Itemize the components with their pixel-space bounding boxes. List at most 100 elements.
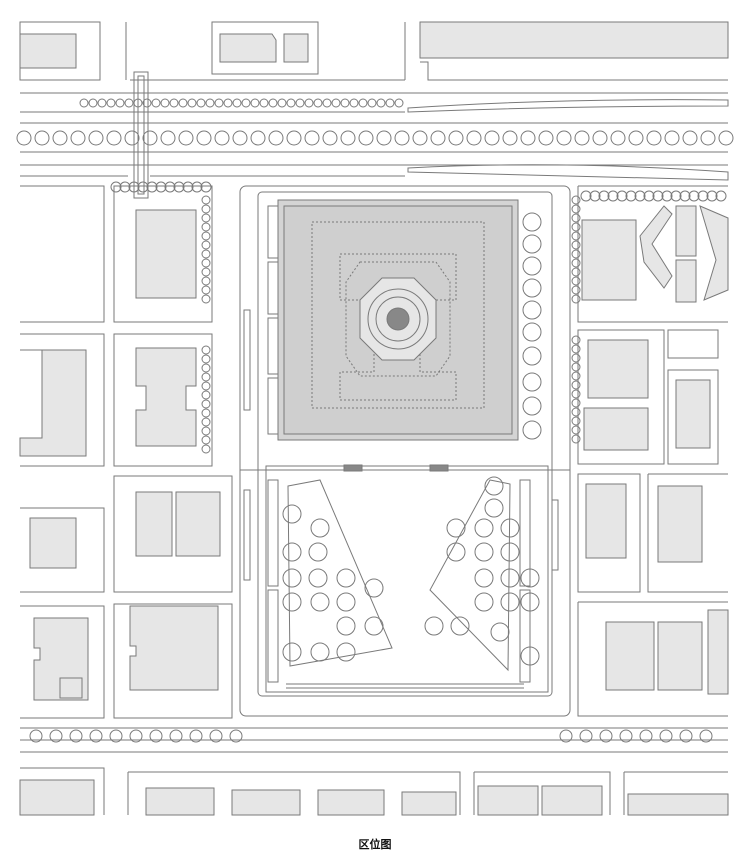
tree (88, 98, 98, 108)
tree (201, 426, 211, 436)
tree (500, 542, 520, 562)
median-island-1 (407, 99, 729, 113)
tree (556, 130, 572, 146)
tree (201, 231, 211, 241)
tree (304, 98, 314, 108)
tree (522, 300, 542, 320)
tree (697, 190, 709, 202)
tree (450, 616, 470, 636)
tree (201, 240, 211, 250)
tree (250, 130, 266, 146)
tree (29, 729, 43, 743)
tree (282, 592, 302, 612)
tree (634, 190, 646, 202)
tree (619, 729, 633, 743)
tree (376, 98, 386, 108)
tree (522, 396, 542, 416)
tree (364, 616, 384, 636)
tree (571, 258, 581, 268)
tree (201, 399, 211, 409)
tree (571, 371, 581, 381)
tree (331, 98, 341, 108)
median-island-2 (407, 164, 729, 181)
tree (571, 294, 581, 304)
block-bottom-row (127, 771, 729, 816)
tree (201, 258, 211, 268)
tree (430, 130, 446, 146)
tree (639, 729, 653, 743)
tree (625, 190, 637, 202)
tree (304, 130, 320, 146)
tree (201, 345, 211, 355)
site-plan (16, 21, 734, 816)
tree (715, 190, 727, 202)
tree (187, 98, 197, 108)
tree (149, 729, 163, 743)
tree (610, 130, 626, 146)
tree (52, 130, 68, 146)
block-c2-4 (113, 603, 233, 719)
tree (268, 130, 284, 146)
tree (151, 98, 161, 108)
tree (571, 362, 581, 372)
tree (490, 622, 510, 642)
tree (571, 267, 581, 277)
tree (522, 256, 542, 276)
tree (520, 646, 540, 666)
tree (70, 130, 86, 146)
tree (571, 380, 581, 390)
top-center-block (211, 21, 319, 75)
tree (191, 181, 203, 193)
tree (322, 130, 338, 146)
tree (580, 190, 592, 202)
tree (16, 130, 32, 146)
tree (571, 204, 581, 214)
tree (412, 130, 428, 146)
tree (522, 278, 542, 298)
tree (706, 190, 718, 202)
tree (646, 130, 662, 146)
tree (201, 285, 211, 295)
tree (201, 390, 211, 400)
tree (137, 181, 149, 193)
monument-square (277, 199, 519, 441)
footbridge (133, 71, 149, 199)
tree (520, 568, 540, 588)
tree (571, 353, 581, 363)
tree (115, 98, 125, 108)
tree (241, 98, 251, 108)
tree (592, 130, 608, 146)
tree (201, 195, 211, 205)
tree (201, 408, 211, 418)
tree (109, 729, 123, 743)
block-c2-2 (113, 333, 213, 467)
tree (89, 729, 103, 743)
tree (214, 130, 230, 146)
tree (571, 195, 581, 205)
tree (205, 98, 215, 108)
tree (282, 568, 302, 588)
tree (571, 231, 581, 241)
tree (502, 130, 518, 146)
tree (286, 98, 296, 108)
tree (700, 130, 716, 146)
tree (571, 425, 581, 435)
road-lines (20, 92, 728, 753)
tree (559, 729, 573, 743)
tree (340, 130, 356, 146)
tree (336, 592, 356, 612)
tree (229, 729, 243, 743)
tree (142, 98, 152, 108)
tree (250, 98, 260, 108)
tree (201, 417, 211, 427)
tree (367, 98, 377, 108)
tree (173, 181, 185, 193)
tree (340, 98, 350, 108)
tree (679, 190, 691, 202)
tree (128, 181, 140, 193)
tree (232, 130, 248, 146)
tree (522, 322, 542, 342)
tree (520, 592, 540, 612)
tree (571, 276, 581, 286)
tree (196, 98, 206, 108)
